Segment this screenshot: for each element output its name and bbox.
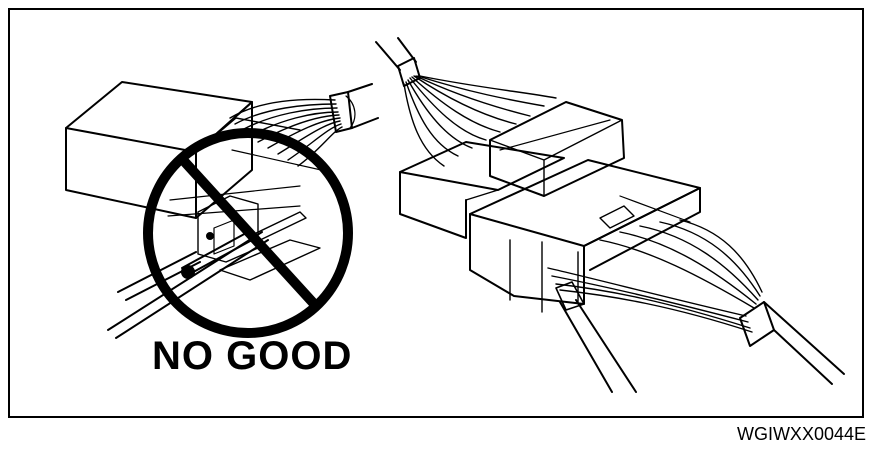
no-good-label: NO GOOD — [152, 334, 353, 378]
right-lock-boss — [489, 101, 625, 197]
probe-tip — [181, 231, 253, 277]
right-bottom-collar — [739, 301, 775, 347]
right-left-cable — [559, 299, 637, 393]
left-connector — [65, 81, 379, 339]
left-connector-front — [65, 127, 197, 219]
right-lower-wire-bundle — [547, 219, 763, 333]
right-front-housing-side — [583, 187, 701, 271]
right-front-housing-front — [469, 213, 585, 305]
right-rear-housing-top — [399, 141, 565, 191]
figure-code: WGIWXX0044E — [736, 424, 866, 444]
right-top-cable — [375, 37, 417, 71]
right-connector — [375, 37, 845, 393]
right-bottom-cable — [763, 301, 845, 385]
left-connector-top — [65, 81, 253, 153]
left-main-cable — [347, 83, 379, 129]
right-upper-wire-bundle — [403, 75, 557, 167]
right-rear-housing-front — [399, 171, 467, 239]
prohibition-icon — [143, 128, 353, 338]
